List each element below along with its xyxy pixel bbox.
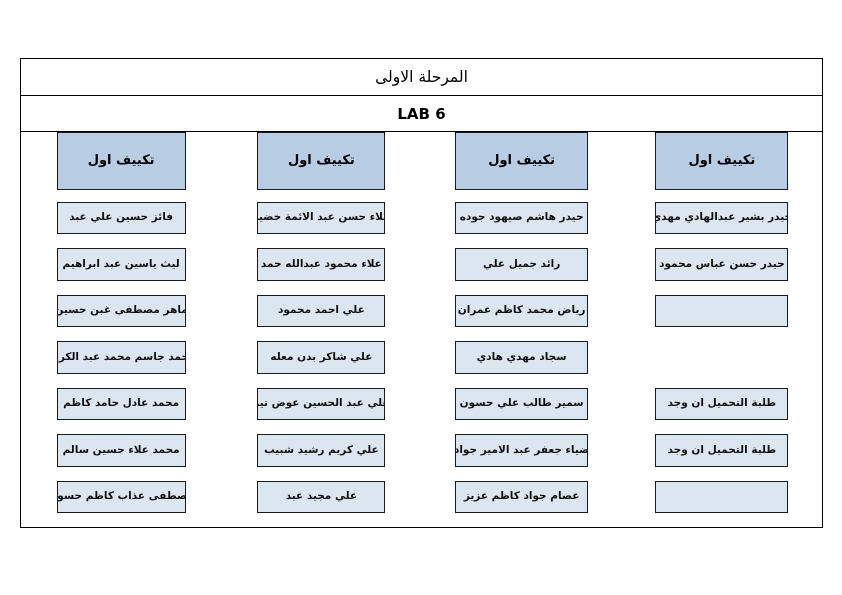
- student-cell: ماهر مصطفى غبن حسين: [56, 294, 186, 328]
- student-cell: علاء حسن عبد الائمة خضير: [257, 201, 386, 235]
- student-cell: علي شاكر بدن معله: [257, 341, 386, 374]
- columns-grid: تكييف اول فائز حسين علي عبد ليث ياسين عب…: [21, 132, 822, 527]
- student-cell: مصطفى عذاب كاظم حسون: [56, 480, 186, 514]
- student-cell: سمير طالب علي حسون: [455, 387, 589, 421]
- student-cell: ليث ياسين عبد ابراهيم: [56, 248, 186, 281]
- schedule-table: المرحلة الاولى LAB 6 تكييف اول فائز حسين…: [20, 58, 823, 528]
- student-cell: علي كريم رشيد شبيب: [257, 434, 386, 467]
- empty-student-cell: [655, 294, 789, 328]
- student-cell: علاء محمود عبدالله حمد: [257, 248, 386, 281]
- student-cell: رائد جميل علي: [455, 248, 589, 281]
- student-cell: فائز حسين علي عبد: [56, 201, 186, 235]
- student-cell: محمد جاسم محمد عبد الكريم: [56, 341, 186, 374]
- student-cell: رياض محمد كاظم عمران: [455, 294, 589, 328]
- student-cell: طلبة التحميل ان وجد: [655, 387, 789, 421]
- lab-label: LAB 6: [397, 104, 446, 123]
- group-column-4: تكييف اول حيدر بشير عبدالهادي مهدي حيدر …: [622, 132, 822, 527]
- student-cell: حيدر حسن عباس محمود: [655, 248, 789, 281]
- student-cell: علي احمد محمود: [257, 294, 386, 328]
- group-column-1: تكييف اول فائز حسين علي عبد ليث ياسين عب…: [21, 132, 221, 527]
- page-title: المرحلة الاولى: [375, 68, 468, 86]
- table-subtitle-row: LAB 6: [21, 96, 822, 132]
- student-cell: سجاد مهدي هادي: [455, 341, 589, 374]
- student-cell: علي مجيد عبد: [257, 480, 386, 514]
- student-cell: ضياء جعفر عبد الامير جواد: [455, 434, 589, 467]
- student-cell: محمد عادل حامد كاظم: [56, 387, 186, 421]
- group-column-2: تكييف اول علاء حسن عبد الائمة خضير علاء …: [221, 132, 421, 527]
- student-cell: علي عبد الحسين عوض تير: [257, 387, 386, 421]
- student-cell: حيدر بشير عبدالهادي مهدي: [655, 201, 789, 235]
- student-cell: محمد علاء حسين سالم: [56, 434, 186, 467]
- student-cell: طلبة التحميل ان وجد: [655, 434, 789, 467]
- column-header-1: تكييف اول: [56, 132, 186, 190]
- column-header-3: تكييف اول: [455, 132, 589, 190]
- column-header-2: تكييف اول: [257, 132, 386, 190]
- column-header-4: تكييف اول: [655, 132, 789, 190]
- group-column-3: تكييف اول حيدر هاشم صيهود جوده رائد جميل…: [422, 132, 622, 527]
- missing-student-cell: [655, 341, 788, 373]
- table-title-row: المرحلة الاولى: [21, 59, 822, 96]
- student-cell: عصام جواد كاظم عزيز: [455, 480, 589, 514]
- empty-student-cell: [655, 480, 789, 513]
- student-cell: حيدر هاشم صيهود جوده: [455, 201, 589, 235]
